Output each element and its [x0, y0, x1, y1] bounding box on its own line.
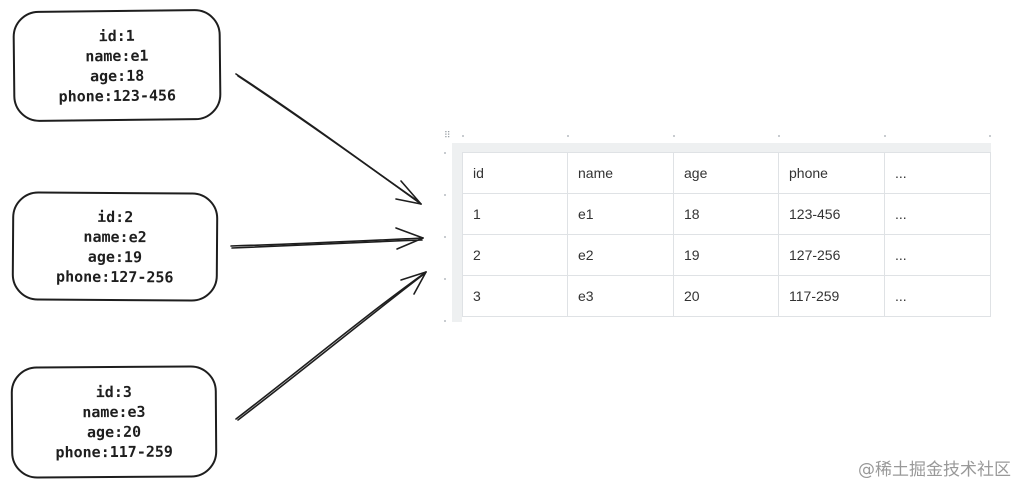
table-cell[interactable]: 1	[462, 193, 568, 235]
arrow-record-1-to-table	[235, 73, 422, 205]
table-cell[interactable]: e1	[567, 193, 674, 235]
arrow-record-3-to-table	[235, 271, 427, 421]
table-cell[interactable]: 127-256	[778, 234, 885, 276]
table-row: 1 e1 18 123-456 ...	[462, 193, 991, 235]
table-cell[interactable]: 3	[462, 275, 568, 317]
table-cell[interactable]: 18	[673, 193, 779, 235]
table-cell[interactable]: e2	[567, 234, 674, 276]
table-cell[interactable]: ...	[884, 234, 991, 276]
table-row: 3 e3 20 117-259 ...	[462, 275, 991, 317]
table-cell[interactable]: 20	[673, 275, 779, 317]
table-cell[interactable]: ...	[884, 193, 991, 235]
table-cell[interactable]: ...	[884, 275, 991, 317]
table-cell[interactable]: 2	[462, 234, 568, 276]
table-cell[interactable]: e3	[567, 275, 674, 317]
data-table: id name age phone ... 1 e1 18 123-456 ..…	[462, 152, 991, 317]
drag-handle-icon[interactable]: ⠿	[444, 131, 451, 141]
header-cell[interactable]: name	[567, 152, 674, 194]
table-cell[interactable]: 19	[673, 234, 779, 276]
data-table-frame: id name age phone ... 1 e1 18 123-456 ..…	[444, 135, 991, 322]
header-cell[interactable]: phone	[778, 152, 885, 194]
table-row: 2 e2 19 127-256 ...	[462, 234, 991, 276]
table-cell[interactable]: 123-456	[778, 193, 885, 235]
table-header-row: id name age phone ...	[462, 152, 991, 194]
header-cell[interactable]: id	[462, 152, 568, 194]
header-cell[interactable]: ...	[884, 152, 991, 194]
header-cell[interactable]: age	[673, 152, 779, 194]
site-watermark: @稀土掘金技术社区	[858, 460, 1011, 480]
row-selector-bar[interactable]	[452, 152, 462, 322]
table-cell[interactable]: 117-259	[778, 275, 885, 317]
column-selector-bar[interactable]	[452, 143, 991, 152]
arrow-record-2-to-table	[230, 227, 424, 250]
